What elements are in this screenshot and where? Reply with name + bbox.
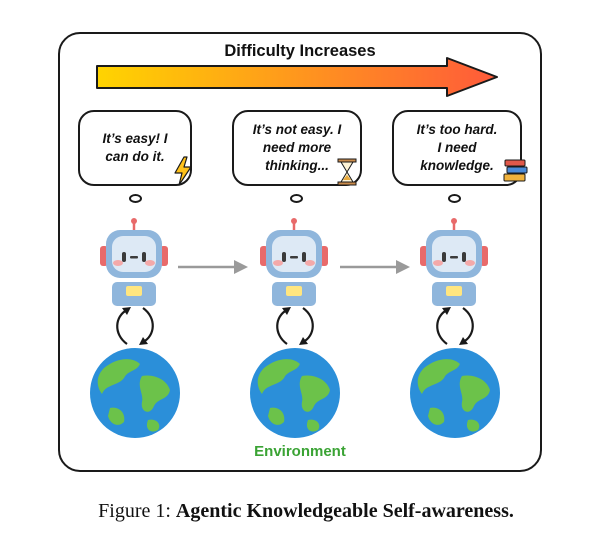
flow-arrow-1 [178,260,248,274]
interaction-loop-3 [436,307,474,345]
hourglass-icon [337,158,357,186]
bubble-text-line: It’s not easy. I [252,122,342,137]
lightning-icon [174,156,192,186]
caption-title: Agentic Knowledgeable Self-awareness. [175,500,514,522]
bubble-text-line: knowledge. [420,158,494,173]
difficulty-arrow [96,57,498,97]
books-icon [503,159,528,182]
bubble-text-line: It’s too hard. [416,122,498,137]
globe-environment-2 [250,348,340,438]
figure-caption: Figure 1: Agentic Knowledgeable Self-awa… [0,500,612,523]
thought-dot [290,194,303,203]
bubble-text-line: need more [262,140,332,155]
robot-agent-1 [100,218,168,306]
thought-bubble-thinking: It’s not easy. I need more thinking... [232,110,362,186]
interaction-loop-1 [116,307,154,345]
thought-dot [129,194,142,203]
flow-arrow-2 [340,260,410,274]
interaction-loop-2 [276,307,314,345]
globe-environment-1 [90,348,180,438]
figure-frame [58,32,542,472]
bubble-text-line: I need [437,140,477,155]
thought-dot [448,194,461,203]
environment-label: Environment [254,443,346,460]
globe-environment-3 [410,348,500,438]
bubble-text-line: can do it. [105,149,165,164]
bubble-text-line: It’s easy! I [102,131,168,146]
bubble-text-line: thinking... [265,158,329,173]
robot-agent-2 [260,218,328,306]
thought-bubble-easy: It’s easy! I can do it. [78,110,192,186]
difficulty-title: Difficulty Increases [224,42,376,60]
caption-prefix: Figure 1: [98,500,176,522]
thought-bubble-knowledge: It’s too hard. I need knowledge. [392,110,522,186]
robot-agent-3 [420,218,488,306]
